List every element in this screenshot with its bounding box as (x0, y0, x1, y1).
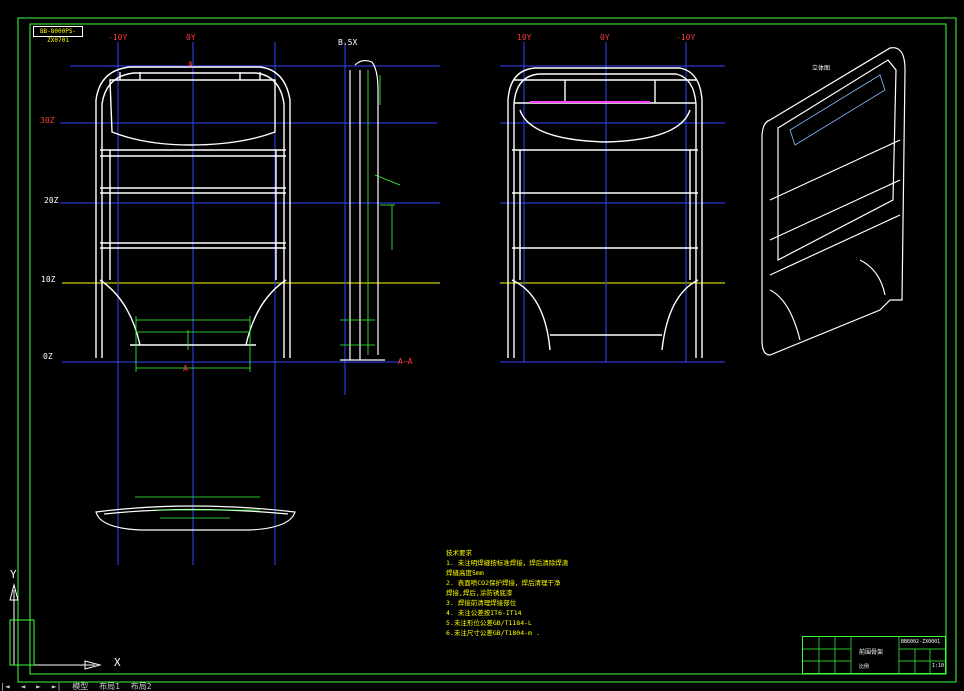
axis-label-0y-front: 0Y (186, 33, 196, 42)
tab-layout1[interactable]: 布局1 (99, 682, 120, 691)
title-block-scale: 1:10 (932, 663, 945, 669)
z-label-30: 30Z (40, 116, 55, 125)
sheet-border-outer (17, 17, 957, 683)
tech-note-line: 6.未注尺寸公差GB/T1804-m . (446, 629, 540, 637)
tab-first[interactable]: |◄ (0, 682, 10, 691)
axis-label-minus10y-rear: -10Y (676, 33, 696, 42)
technical-requirements: 技术要求 1. 未注明焊缝按标准焊接，焊后清除焊渣 焊缝高度5mm 2. 表面喷… (446, 548, 596, 638)
tech-note-line: 3. 焊接前清理焊接部位 (446, 599, 517, 607)
sheet-border-inner (29, 23, 947, 675)
tech-note-line: 2. 表面喷CO2保护焊接，焊后清理干净 (446, 579, 561, 587)
section-mark-top: A (188, 60, 193, 69)
tech-notes-title: 技术要求 (446, 549, 472, 557)
front-view-frame[interactable] (95, 66, 291, 358)
axis-label-side: B.5X (338, 38, 358, 47)
section-mark-bottom: A (183, 364, 188, 373)
tab-model[interactable]: 模型 (72, 682, 89, 691)
tab-prev[interactable]: ◄ (20, 682, 26, 691)
title-block-name: 前围骨架 (859, 649, 884, 656)
tech-note-line: 5.未注形位公差GB/T1184-L (446, 619, 532, 627)
tech-note-line: 焊缝高度5mm (446, 569, 484, 577)
ucs-icon (9, 583, 102, 670)
title-block-grid (803, 637, 945, 673)
tab-last[interactable]: ►| (51, 682, 62, 691)
y-reference-lines (117, 42, 687, 565)
tab-next[interactable]: ► (36, 682, 41, 691)
tab-layout2[interactable]: 布局2 (130, 682, 152, 691)
rear-view-frame[interactable] (507, 67, 703, 358)
drawing-id-tag: BB-8000PS-ZX0701 (33, 26, 83, 44)
title-block-code: BB6002-ZX0001 (901, 639, 941, 645)
z-label-20: 20Z (44, 196, 59, 205)
top-section-dimensions (135, 496, 260, 519)
z-label-10: 10Z (41, 275, 56, 284)
ucs-y-label: Y (10, 568, 17, 581)
axis-label-minus10y-front: -10Y (108, 33, 128, 42)
side-section-dimensions (340, 70, 401, 355)
axis-label-10y-rear: 10Y (517, 33, 532, 42)
z-reference-lines (60, 65, 725, 363)
layout-tabs-bar[interactable]: |◄ ◄ ► ►| 模型 布局1 布局2 (0, 683, 964, 691)
ucs-x-label: X (114, 656, 121, 669)
axis-label-0y-rear: 0Y (600, 33, 610, 42)
isometric-view[interactable] (761, 47, 906, 356)
front-view-dimensions (135, 316, 251, 372)
title-block-weight: 比例 (859, 664, 870, 670)
isometric-label: 立体图 (812, 65, 831, 72)
tech-note-line: 4. 未注公差按IT6-IT14 (446, 609, 522, 617)
top-section-view[interactable] (95, 505, 296, 531)
tech-note-line: 1. 未注明焊缝按标准焊接，焊后清除焊渣 (446, 559, 569, 567)
section-tag: A—A (398, 357, 413, 366)
title-block[interactable]: 前围骨架 BB6002-ZX0001 1:10 比例 (802, 636, 946, 674)
tech-note-line: 焊接,焊后,涂防锈底漆 (446, 589, 513, 597)
isometric-window-detail (789, 74, 886, 146)
side-section-view[interactable] (340, 59, 385, 361)
z-label-0: 0Z (43, 352, 53, 361)
